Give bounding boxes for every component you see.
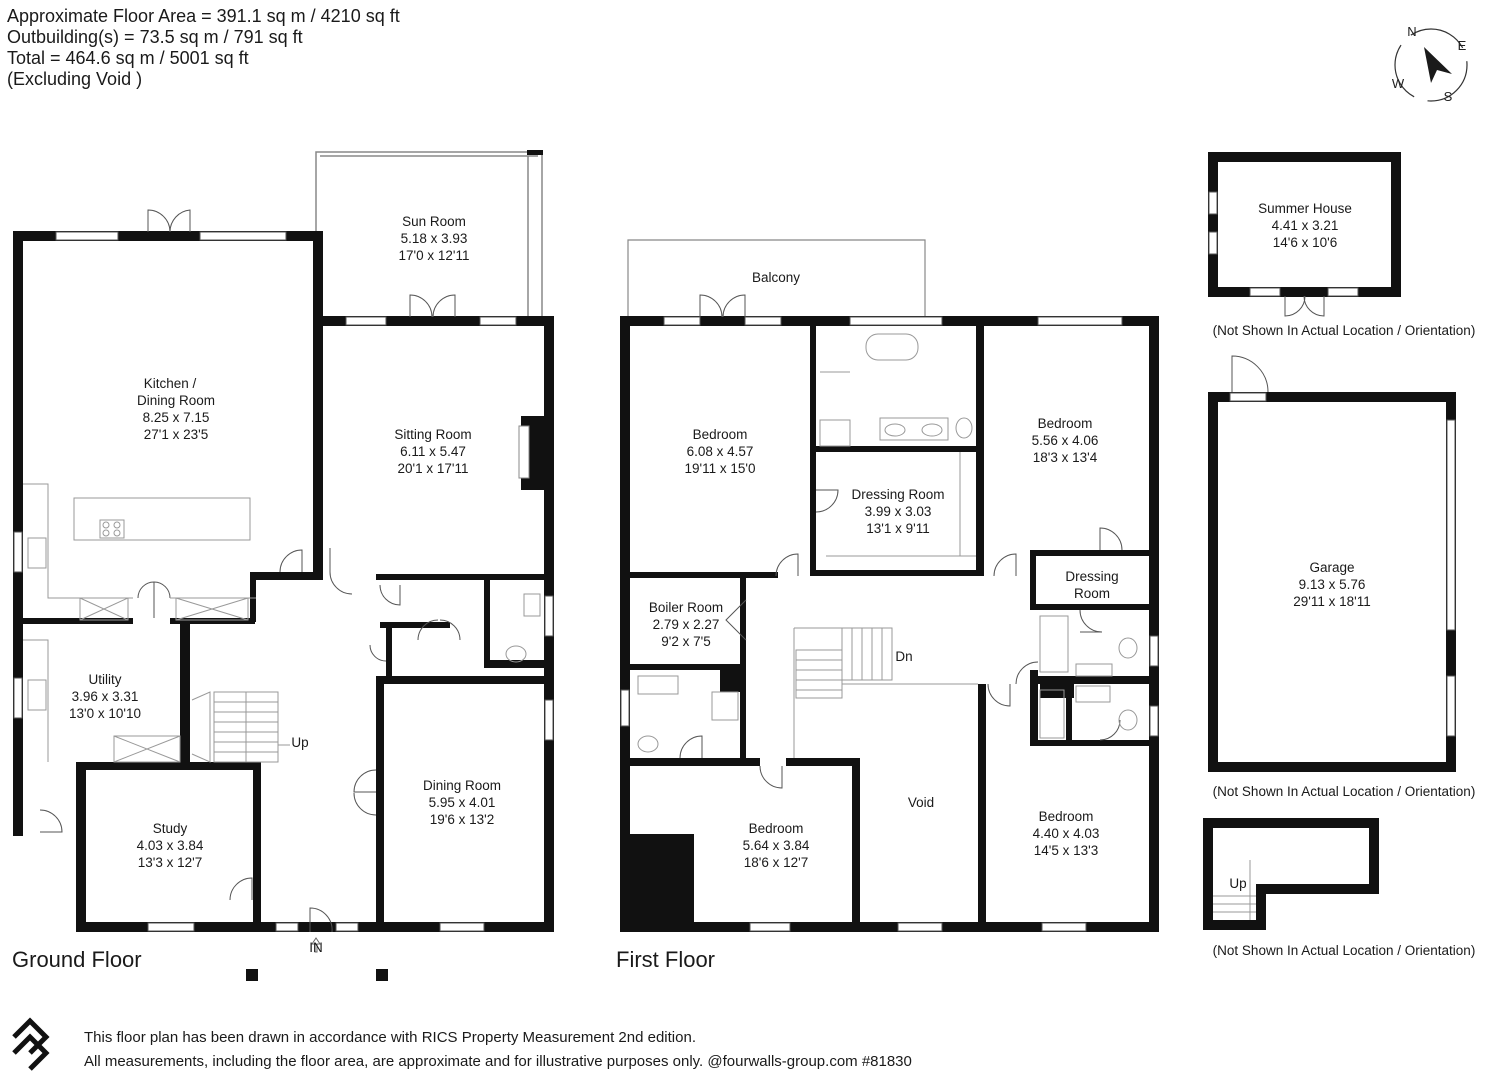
bedroom-3-imperial: 18'6 x 12'7 <box>744 855 808 870</box>
boiler-room-name: Boiler Room <box>649 600 723 615</box>
compass-west: W <box>1392 76 1405 91</box>
bedroom-4-imperial: 14'5 x 13'3 <box>1034 843 1098 858</box>
compass-east: E <box>1458 38 1467 53</box>
outbuilding-stairs-note: (Not Shown In Actual Location / Orientat… <box>1213 943 1476 958</box>
bedroom-main-metric: 6.08 x 4.57 <box>687 444 754 459</box>
entrance-arrow-icon <box>311 937 321 953</box>
sitting-room-imperial: 20'1 x 17'11 <box>398 461 469 476</box>
sun-room-imperial: 17'0 x 12'11 <box>399 248 470 263</box>
ground-floor-staircase <box>191 691 290 763</box>
sitting-room-name: Sitting Room <box>394 427 471 442</box>
sun-room-name: Sun Room <box>402 214 466 229</box>
first-floor-title: First Floor <box>616 947 715 972</box>
outbuilding-stairs-up-label: Up <box>1229 876 1246 891</box>
entrance-label: IN <box>309 940 323 955</box>
garage-note: (Not Shown In Actual Location / Orientat… <box>1213 784 1476 799</box>
kitchen-imperial: 27'1 x 23'5 <box>144 427 208 442</box>
first-floor-plan: Balcony Bedroom 6.08 x 4.57 19'11 x 15'0… <box>616 239 1159 972</box>
summer-house-imperial: 14'6 x 10'6 <box>1273 235 1337 250</box>
balcony-outline <box>627 239 926 318</box>
dressing-room-main-name: Dressing Room <box>851 487 944 502</box>
bedroom-3-metric: 5.64 x 3.84 <box>743 838 810 853</box>
study-imperial: 13'3 x 12'7 <box>138 855 202 870</box>
bedroom-4-name: Bedroom <box>1039 809 1094 824</box>
bedroom-3-name: Bedroom <box>749 821 804 836</box>
summer-house-metric: 4.41 x 3.21 <box>1272 218 1339 233</box>
stairs-up-label: Up <box>291 735 308 750</box>
stairs-down-label: Dn <box>895 649 912 664</box>
bedroom-2-imperial: 18'3 x 13'4 <box>1033 450 1098 465</box>
boiler-room-imperial: 9'2 x 7'5 <box>661 634 710 649</box>
dining-room-name: Dining Room <box>423 778 501 793</box>
garage-metric: 9.13 x 5.76 <box>1299 577 1366 592</box>
dressing-room-main-metric: 3.99 x 3.03 <box>865 504 932 519</box>
disclaimer-line-2: All measurements, including the floor ar… <box>84 1053 912 1070</box>
bathroom-fittings <box>637 333 1138 753</box>
entrance-step-left <box>246 969 258 981</box>
utility-imperial: 13'0 x 10'10 <box>69 706 141 721</box>
boiler-room-metric: 2.79 x 2.27 <box>653 617 720 632</box>
ground-floor-windows <box>13 231 554 932</box>
dressing-room-2-name: Dressing <box>1065 569 1118 584</box>
summer-house-name: Summer House <box>1258 201 1352 216</box>
first-floor-windows <box>620 316 1159 932</box>
floor-area-line: Approximate Floor Area = 391.1 sq m / 42… <box>7 6 400 26</box>
kitchen-name: Kitchen / <box>144 376 197 391</box>
sitting-room-metric: 6.11 x 5.47 <box>400 444 466 459</box>
total-area-line: Total = 464.6 sq m / 5001 sq ft <box>7 48 249 68</box>
outbuilding-stairs-plan: Up (Not Shown In Actual Location / Orien… <box>1203 818 1475 958</box>
fourwalls-logo-icon <box>12 1017 50 1071</box>
garage-name: Garage <box>1309 560 1354 575</box>
utility-name: Utility <box>89 672 122 687</box>
entrance-step-right <box>376 969 388 981</box>
balcony-name: Balcony <box>752 270 800 285</box>
kitchen-fittings <box>23 483 541 763</box>
outbuildings-area-line: Outbuilding(s) = 73.5 sq m / 791 sq ft <box>7 27 303 47</box>
garage-imperial: 29'11 x 18'11 <box>1293 594 1370 609</box>
first-floor-doors <box>679 294 1123 789</box>
bedroom-2-metric: 5.56 x 4.06 <box>1032 433 1099 448</box>
disclaimer: This floor plan has been drawn in accord… <box>84 1026 912 1074</box>
dressing-room-main-imperial: 13'1 x 9'11 <box>866 521 929 536</box>
dressing-room-2-name-2: Room <box>1074 586 1110 601</box>
ground-floor-plan: Kitchen / Dining Room 8.25 x 7.15 27'1 x… <box>12 150 554 981</box>
excluding-void-line: (Excluding Void ) <box>7 69 143 89</box>
sun-room-metric: 5.18 x 3.93 <box>401 231 468 246</box>
kitchen-name-2: Dining Room <box>137 393 215 408</box>
summer-house-note: (Not Shown In Actual Location / Orientat… <box>1213 323 1476 338</box>
bedroom-4-metric: 4.40 x 4.03 <box>1033 826 1100 841</box>
study-metric: 4.03 x 3.84 <box>137 838 204 853</box>
summer-house-plan: Summer House 4.41 x 3.21 14'6 x 10'6 (No… <box>1208 152 1475 338</box>
bedroom-main-name: Bedroom <box>693 427 748 442</box>
garage-plan: Garage 9.13 x 5.76 29'11 x 18'11 (Not Sh… <box>1208 355 1476 799</box>
dining-room-imperial: 19'6 x 13'2 <box>430 812 494 827</box>
study-name: Study <box>153 821 188 836</box>
void-name: Void <box>908 795 934 810</box>
first-floor-staircase <box>793 627 978 758</box>
utility-metric: 3.96 x 3.31 <box>72 689 139 704</box>
dining-room-metric: 5.95 x 4.01 <box>429 795 496 810</box>
floor-area-summary: Approximate Floor Area = 391.1 sq m / 42… <box>7 6 400 90</box>
ground-floor-doors <box>39 209 461 933</box>
compass-south: S <box>1444 89 1453 104</box>
compass-icon: N E S W <box>1392 24 1468 104</box>
bedroom-2-name: Bedroom <box>1038 416 1093 431</box>
compass-north: N <box>1407 24 1416 39</box>
kitchen-metric: 8.25 x 7.15 <box>143 410 210 425</box>
first-floor-walls <box>620 316 1159 932</box>
bedroom-main-imperial: 19'11 x 15'0 <box>685 461 756 476</box>
disclaimer-line-1: This floor plan has been drawn in accord… <box>84 1029 696 1046</box>
ground-floor-title: Ground Floor <box>12 947 142 972</box>
